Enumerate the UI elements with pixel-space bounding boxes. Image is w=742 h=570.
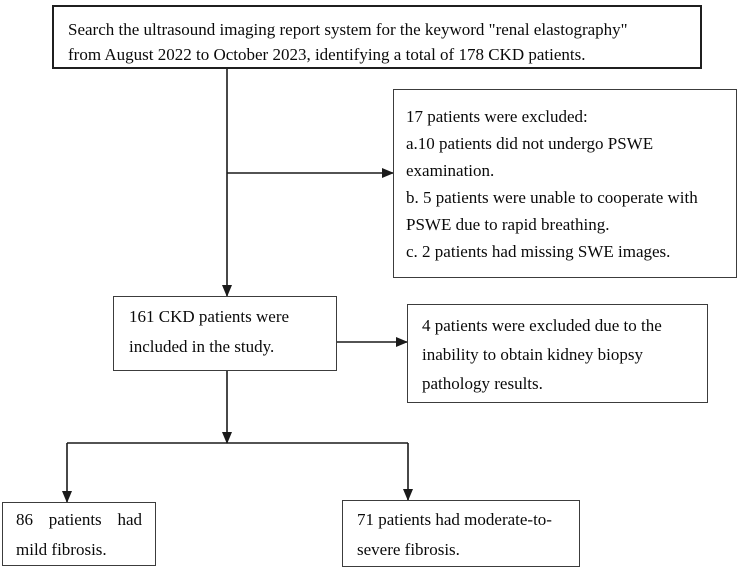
box-moderate-severe-fibrosis-71: 71 patients had moderate-to- severe fibr… (342, 500, 580, 567)
box-excluded-4-patients: 4 patients were excluded due to the inab… (407, 304, 708, 403)
box-search-criteria: Search the ultrasound imaging report sys… (52, 5, 702, 69)
box-mild-fibrosis-86: 86 patients had mild fibrosis. (2, 502, 156, 566)
box-included-161-patients: 161 CKD patients were included in the st… (113, 296, 337, 371)
box-excluded-17-patients: 17 patients were excluded: a.10 patients… (393, 89, 737, 278)
